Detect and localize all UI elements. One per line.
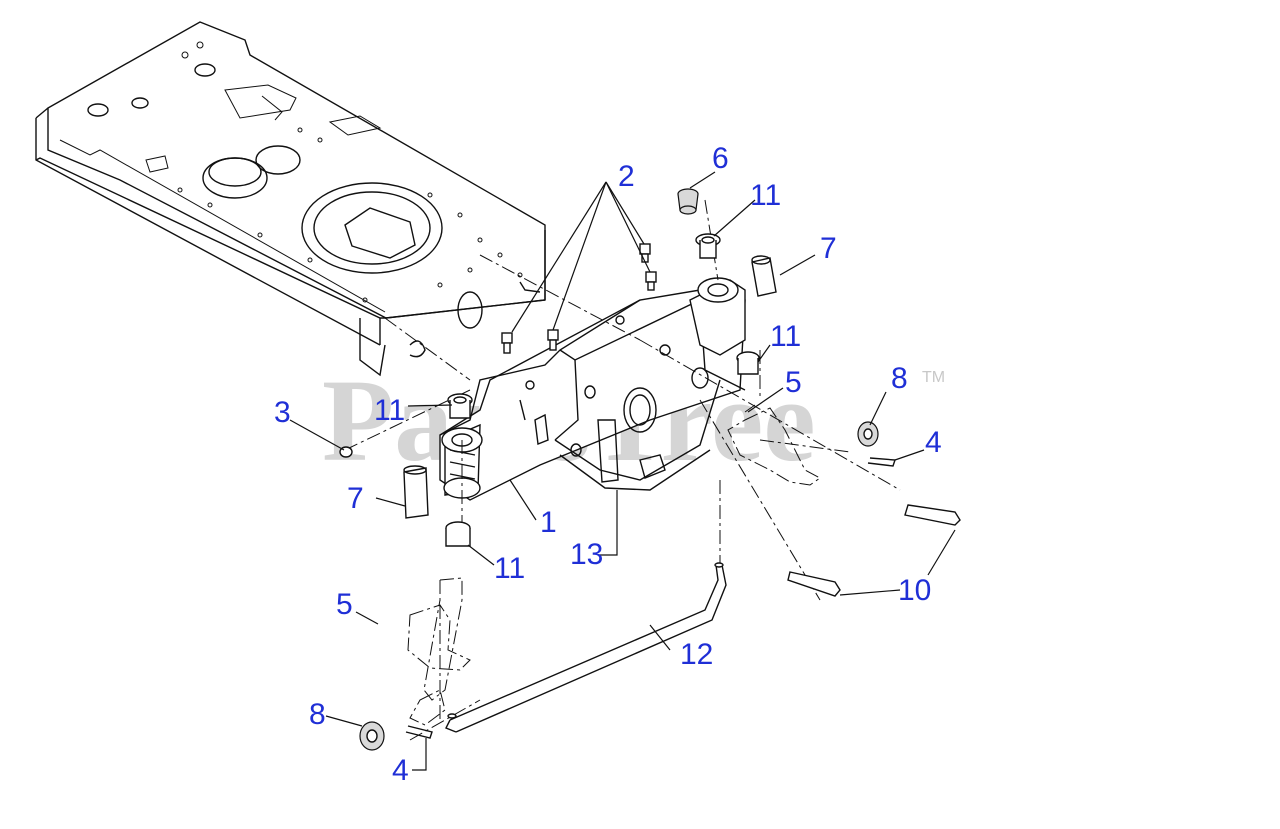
callout-7-right: 7 <box>820 232 837 265</box>
pin-part-10-upper <box>904 504 961 526</box>
sleeve-part-7-left <box>403 465 429 519</box>
callout-11-left: 11 <box>374 394 405 427</box>
spindle-part-5-left <box>407 577 471 726</box>
bushing-part-11-left <box>447 393 473 419</box>
callout-2: 2 <box>618 160 635 193</box>
callout-13: 13 <box>570 538 603 571</box>
washer-part-8-left <box>359 721 385 751</box>
callout-5-left: 5 <box>336 588 353 621</box>
spindle-part-5-right <box>727 404 851 486</box>
callout-11-lower: 11 <box>494 552 525 585</box>
callout-7-left: 7 <box>347 482 364 515</box>
bolts-part-2 <box>501 243 657 354</box>
bolt-1 <box>501 332 513 354</box>
pin-part-4-right <box>867 457 896 467</box>
bushing-part-11-upper <box>695 233 721 259</box>
pin-part-10-lower <box>787 571 841 597</box>
leader-lines <box>289 171 956 771</box>
bolt-3 <box>639 243 651 263</box>
cap-part-6 <box>677 188 699 215</box>
callout-8-right: 8 <box>891 362 908 395</box>
callout-5-right: 5 <box>785 366 802 399</box>
callout-8-left: 8 <box>309 698 326 731</box>
callout-3: 3 <box>274 396 291 429</box>
callout-11-right: 11 <box>770 320 801 353</box>
callout-4-right: 4 <box>925 426 942 459</box>
pin-part-4-left <box>405 725 433 739</box>
chassis-frame <box>35 21 546 377</box>
callout-10: 10 <box>898 574 931 607</box>
callout-1: 1 <box>540 506 557 539</box>
bushing-part-11-right <box>736 351 760 375</box>
bolt-2 <box>547 329 559 351</box>
front-axle-assembly <box>439 277 746 501</box>
sleeve-part-7-right <box>751 255 777 297</box>
washer-part-8-right <box>857 421 879 447</box>
callouts: 1 2 3 4 4 5 5 6 7 7 8 8 10 11 11 11 11 1… <box>274 142 942 787</box>
bolt-4 <box>645 271 657 291</box>
callout-6: 6 <box>712 142 729 175</box>
centerlines <box>344 199 901 741</box>
tie-rod-part-12 <box>445 562 727 733</box>
bushing-part-11-lower <box>445 521 471 547</box>
callout-4-left: 4 <box>392 754 409 787</box>
callout-12: 12 <box>680 638 713 671</box>
watermark-trademark: TM <box>922 369 945 386</box>
callout-11-top: 11 <box>750 179 781 212</box>
